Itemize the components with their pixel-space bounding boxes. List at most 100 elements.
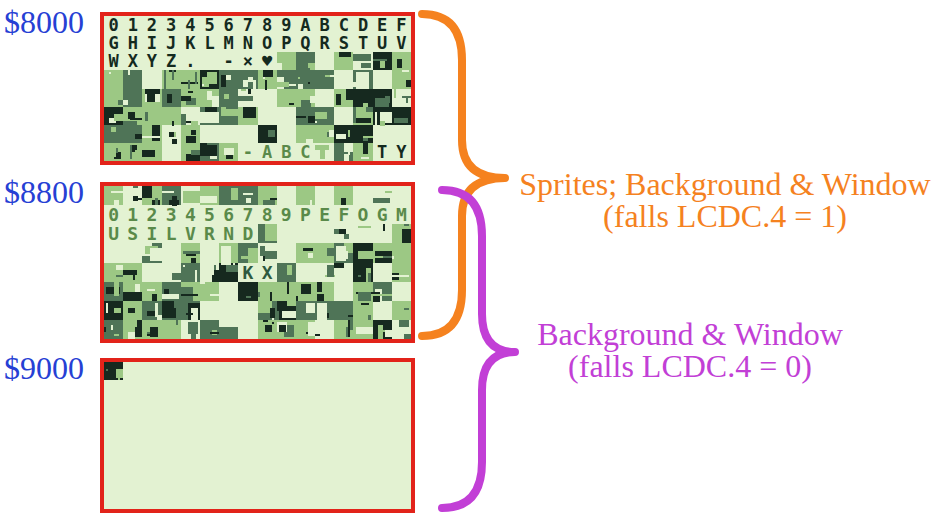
tile-pixel [358, 226, 371, 228]
tile-pixel [150, 327, 158, 337]
address-label: $9000 [4, 352, 84, 384]
tile-pixel [329, 130, 334, 137]
tile-glyphs: KX [242, 263, 280, 282]
tile-pixel [366, 107, 374, 112]
tile-pixel [404, 308, 409, 310]
tile-pixel [383, 224, 385, 231]
brace-label: Sprites; Background & Window (falls LCDC… [510, 168, 940, 232]
tile-pixel [327, 313, 329, 318]
tile-pixel [315, 334, 320, 336]
tile-pixel [306, 303, 316, 313]
tile-pixel [373, 198, 390, 203]
tile-glyphs: -ABC [243, 143, 320, 161]
tile-pixel [344, 234, 349, 239]
tile-pixel [334, 263, 344, 268]
tile-pixel [104, 107, 123, 125]
tile-pixel [368, 315, 371, 320]
tile-pixel [162, 301, 174, 313]
tile-pixel [226, 265, 238, 272]
tile-pixel [392, 256, 394, 259]
tile-pixel [200, 320, 219, 339]
tile-pixel [207, 72, 217, 84]
tile-pixel [263, 70, 273, 77]
tile-pixel [123, 292, 142, 302]
tile-pixel [181, 143, 200, 161]
tile-glyphs: GHIJKLMNOPQRSTUV [108, 34, 415, 52]
tile-pixel [253, 80, 256, 90]
tile-pixel [116, 275, 123, 277]
tile-pixel [114, 308, 121, 313]
tile-pixel [142, 136, 160, 138]
tile-pixel [341, 198, 346, 205]
tile-pixel [306, 332, 308, 334]
tile-pixel [221, 246, 231, 264]
tile-pixel [142, 186, 152, 198]
tile-pixel [296, 107, 315, 125]
tile-pixel [375, 112, 377, 126]
tile-pixel [128, 308, 135, 313]
tile-pixel [315, 125, 334, 143]
tile-pixel [133, 186, 138, 188]
tile-pixel [167, 94, 172, 103]
tile-pixel [150, 248, 163, 261]
tile-pixel [296, 296, 298, 301]
tile-pixel [116, 265, 123, 270]
tile-pixel [195, 72, 197, 84]
address-label: $8000 [4, 6, 84, 38]
tile-pixel [366, 268, 371, 282]
tile-pixel [296, 186, 315, 205]
tile-pixel [296, 116, 306, 118]
tile-pixel [317, 308, 327, 315]
tile-pixel [298, 84, 303, 89]
tile-pixel [404, 334, 411, 339]
tile-pixel [123, 301, 142, 320]
tile-pixel [248, 248, 258, 263]
tile-pixel [181, 70, 200, 89]
tile-pixel [104, 320, 123, 339]
tile-pixel [128, 70, 130, 75]
tile-pixel [214, 98, 216, 107]
tile-pixel [123, 70, 142, 89]
memory-block: $9000 [100, 358, 415, 513]
tile-pixel [287, 282, 289, 294]
tile-pixel [231, 188, 238, 200]
tile-pixel [142, 320, 162, 339]
tile-pixel [104, 89, 123, 107]
tile-pixel [334, 52, 353, 70]
tile-pixel [289, 103, 294, 105]
tile-pixel [392, 275, 409, 277]
address-label: $8800 [4, 176, 84, 208]
tile-pixel [406, 80, 411, 87]
tile-pixel [289, 84, 296, 86]
tile-pixel [270, 198, 277, 200]
tile-pixel [137, 136, 142, 138]
tile-pixel [162, 107, 181, 125]
tile-pixel [147, 289, 155, 291]
tile-pixel [162, 301, 181, 320]
tile-pixel [130, 145, 132, 159]
tile-pixel [224, 94, 229, 99]
tile-pixel [385, 191, 392, 193]
tile-pixel [308, 322, 315, 336]
tile-pixel [346, 251, 348, 259]
tile-pixel [181, 114, 186, 125]
tile-pixel [238, 96, 253, 101]
tile-pixel [402, 96, 412, 98]
tile-pixel [116, 148, 118, 153]
tile-pixel [186, 154, 200, 161]
tile-pixel [104, 263, 123, 282]
tile-pixel [392, 107, 411, 125]
tile-pixel [219, 89, 238, 107]
tile-pixel [385, 96, 390, 103]
tile-pixel [353, 107, 356, 123]
tile-pixel [277, 70, 296, 89]
tile-pixel [315, 112, 327, 119]
tile-pixel [308, 253, 313, 258]
tile-pixel [195, 270, 197, 282]
tile-pixel [320, 148, 325, 159]
tile-pixel [176, 320, 178, 325]
tile-pixel [219, 186, 238, 205]
curly-brace [442, 190, 515, 508]
